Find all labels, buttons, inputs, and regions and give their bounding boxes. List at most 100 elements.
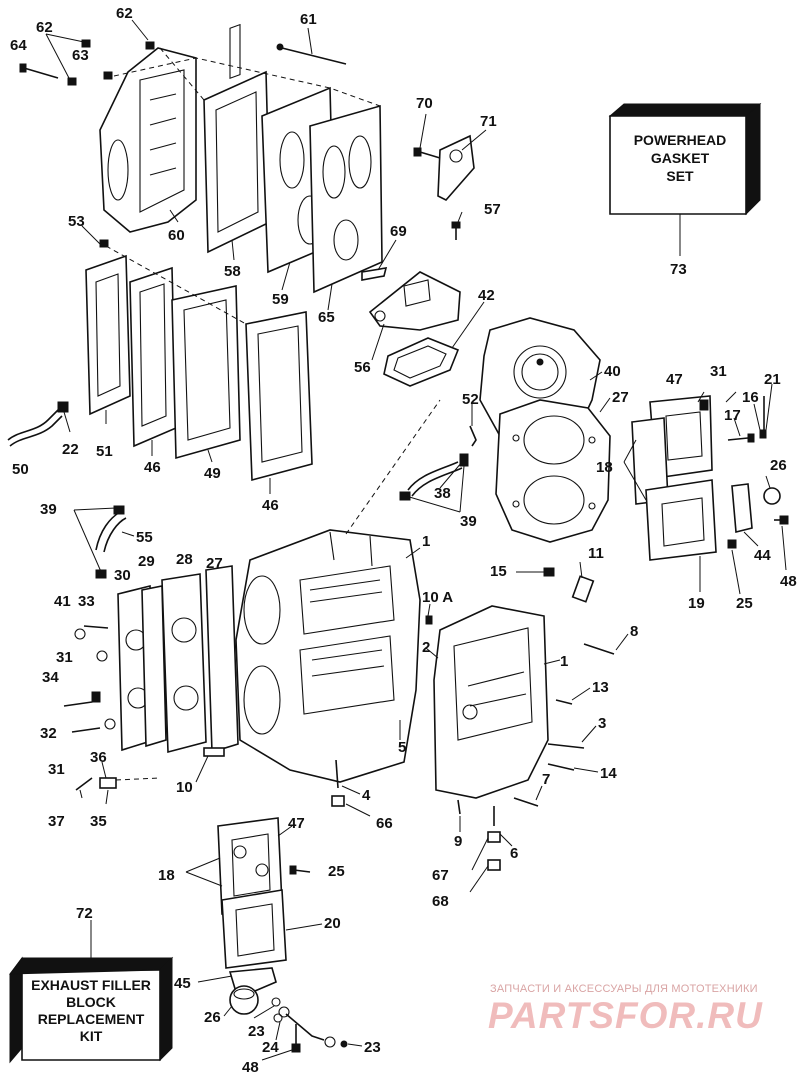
cylinder-block bbox=[235, 529, 421, 783]
bypass-left-group bbox=[63, 505, 239, 791]
filler-block-group bbox=[228, 967, 348, 1053]
callout-26a: 26 bbox=[770, 457, 787, 474]
callout-9: 9 bbox=[454, 833, 462, 850]
transfer-gasket-46a bbox=[129, 266, 177, 448]
callout-3: 3 bbox=[598, 715, 606, 732]
callout-67: 67 bbox=[432, 867, 449, 884]
callout-36: 36 bbox=[90, 749, 107, 766]
exhaust-inner-plate bbox=[203, 70, 271, 254]
callout-2: 2 bbox=[422, 639, 430, 656]
intake-cover-56 bbox=[368, 271, 461, 331]
callout-48b: 48 bbox=[242, 1059, 259, 1074]
callout-25a: 25 bbox=[736, 595, 753, 612]
reed-stop-44 bbox=[731, 483, 753, 534]
callout-22: 22 bbox=[62, 441, 79, 458]
gasket-set-line1: POWERHEAD bbox=[634, 132, 727, 148]
intake-gasket-42 bbox=[383, 337, 460, 387]
callout-32: 32 bbox=[40, 725, 57, 742]
callout-23a: 23 bbox=[248, 1023, 265, 1040]
callout-15: 15 bbox=[490, 563, 507, 580]
callout-35: 35 bbox=[90, 813, 107, 830]
callout-73: 73 bbox=[670, 261, 687, 278]
transfer-gasket-46b bbox=[245, 311, 313, 482]
callout-69: 69 bbox=[390, 223, 407, 240]
callout-10a: 10 A bbox=[422, 589, 453, 606]
reed-cap-26 bbox=[763, 487, 781, 505]
nut-66 bbox=[331, 795, 345, 807]
callout-21: 21 bbox=[764, 371, 781, 388]
callout-6: 6 bbox=[510, 845, 518, 862]
callout-60: 60 bbox=[168, 227, 185, 244]
reed-plate-19 bbox=[645, 479, 717, 561]
callout-1a: 1 bbox=[422, 533, 430, 550]
callout-44: 44 bbox=[754, 547, 771, 564]
transfer-cover-51 bbox=[85, 254, 131, 416]
callout-42: 42 bbox=[478, 287, 495, 304]
callout-28: 28 bbox=[176, 551, 193, 568]
cylinder-head-group bbox=[399, 317, 611, 543]
callout-47a: 47 bbox=[666, 371, 683, 388]
callout-63: 63 bbox=[72, 47, 89, 64]
callout-19: 19 bbox=[688, 595, 705, 612]
head-gasket-27 bbox=[495, 399, 611, 543]
callout-50: 50 bbox=[12, 461, 29, 478]
hose-55 bbox=[95, 511, 121, 551]
reed-group-right bbox=[631, 395, 789, 561]
exhaust-kit-line3: REPLACEMENT bbox=[38, 1011, 145, 1027]
callout-39a: 39 bbox=[460, 513, 477, 530]
callout-20: 20 bbox=[324, 915, 341, 932]
callout-13: 13 bbox=[592, 679, 609, 696]
screw-53 bbox=[99, 239, 109, 248]
callout-38: 38 bbox=[434, 485, 451, 502]
gasket-27-left bbox=[205, 565, 239, 754]
callout-31a: 31 bbox=[56, 649, 73, 666]
callout-18a: 18 bbox=[596, 459, 613, 476]
callout-56: 56 bbox=[354, 359, 371, 376]
callout-1b: 1 bbox=[560, 653, 568, 670]
exhaust-outer-plate bbox=[309, 104, 383, 294]
callout-27b: 27 bbox=[206, 555, 223, 572]
callout-24: 24 bbox=[262, 1039, 279, 1056]
filler-cap-26 bbox=[229, 985, 259, 1015]
callout-58: 58 bbox=[224, 263, 241, 280]
callout-39b: 39 bbox=[40, 501, 57, 518]
gasket-set-line3: SET bbox=[666, 168, 694, 184]
callout-29: 29 bbox=[138, 553, 155, 570]
exhaust-kit-box: EXHAUST FILLER BLOCK REPLACEMENT KIT bbox=[8, 920, 174, 1064]
recirc-hose-38 bbox=[407, 461, 459, 491]
reed-plate-lower-20 bbox=[221, 889, 287, 969]
callout-10: 10 bbox=[176, 779, 193, 796]
callout-41: 41 bbox=[54, 593, 71, 610]
callout-37: 37 bbox=[48, 813, 65, 830]
bracket-11 bbox=[571, 575, 595, 603]
callout-8: 8 bbox=[630, 623, 638, 640]
callout-16: 16 bbox=[742, 389, 759, 406]
callout-33: 33 bbox=[78, 593, 95, 610]
water-cover-28 bbox=[161, 573, 207, 754]
callout-65: 65 bbox=[318, 309, 335, 326]
callout-25b: 25 bbox=[328, 863, 345, 880]
gasket-set-box: POWERHEAD GASKET SET bbox=[608, 102, 762, 256]
callout-55: 55 bbox=[136, 529, 153, 546]
callout-53: 53 bbox=[68, 213, 85, 230]
exhaust-kit-line4: KIT bbox=[80, 1028, 103, 1044]
callout-23b: 23 bbox=[364, 1039, 381, 1056]
callout-72: 72 bbox=[76, 905, 93, 922]
watermark-brand: PARTSFOR.RU bbox=[488, 995, 763, 1036]
exhaust-kit-line2: BLOCK bbox=[66, 994, 116, 1010]
callout-49: 49 bbox=[204, 465, 221, 482]
crankcase-group bbox=[235, 399, 441, 807]
callout-62b: 62 bbox=[116, 5, 133, 22]
callout-59: 59 bbox=[272, 291, 289, 308]
callout-46a: 46 bbox=[144, 459, 161, 476]
callout-70: 70 bbox=[416, 95, 433, 112]
callout-17: 17 bbox=[724, 407, 741, 424]
callout-30: 30 bbox=[114, 567, 131, 584]
callout-61: 61 bbox=[300, 11, 317, 28]
long-bolt bbox=[281, 47, 347, 65]
exhaust-cover-group bbox=[19, 23, 383, 294]
hose-fitting bbox=[57, 401, 69, 413]
callout-31b: 31 bbox=[48, 761, 65, 778]
bolt-64 bbox=[23, 67, 59, 79]
